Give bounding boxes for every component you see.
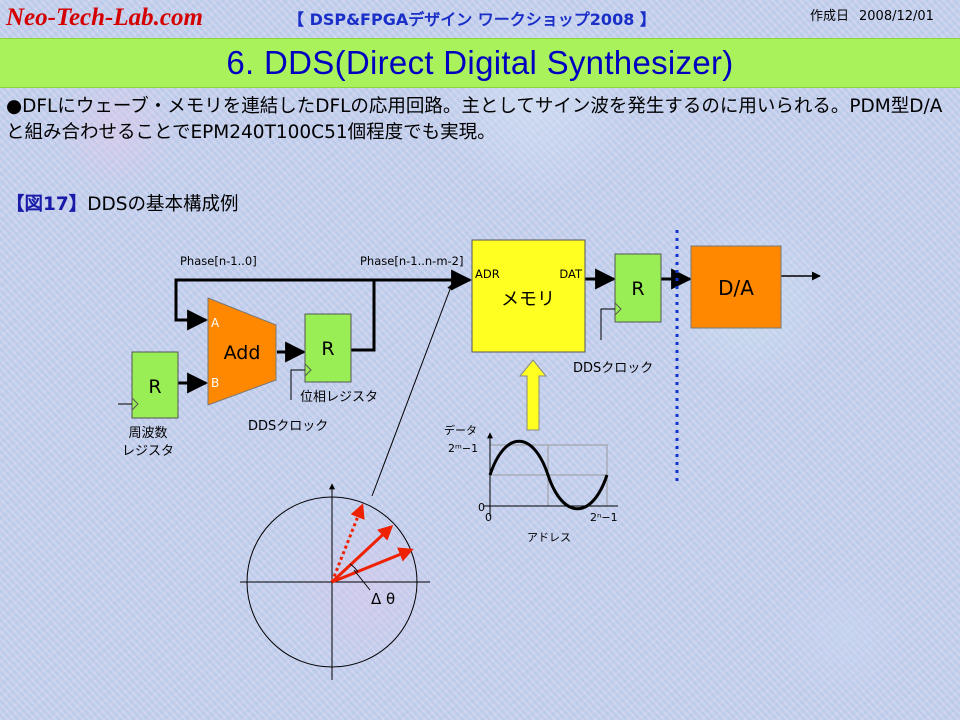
output-register-label: R	[631, 278, 644, 300]
phase-to-address-pointer	[371, 283, 453, 497]
created-date: 2008/12/01	[859, 9, 934, 24]
phase-register-label: R	[321, 338, 334, 360]
adder-input-a-label: A	[211, 316, 220, 330]
dac-label: D/A	[718, 276, 754, 300]
frequency-register-clock	[131, 397, 139, 411]
wave-memory	[471, 239, 586, 353]
phase-register-clock	[304, 363, 312, 377]
output-register	[614, 253, 662, 323]
phase-vector-next	[330, 503, 365, 583]
memory-dat-label: DAT	[559, 267, 583, 281]
phase-full-label: Phase[n-1..0]	[180, 254, 257, 268]
phase-register	[304, 313, 352, 383]
dds-clock-label-2: DDSクロック	[573, 361, 653, 376]
address-arrow	[518, 359, 548, 431]
phase-register-clock-wire	[290, 369, 305, 400]
title-bar: 6. DDS(Direct Digital Synthesizer)	[0, 38, 960, 88]
inset-xlabel: アドレス	[527, 531, 571, 544]
inset-y-max: 2ᵐ−1	[448, 442, 478, 455]
inset-y-min: 0	[478, 501, 485, 514]
description-paragraph: ●DFLにウェーブ・メモリを連結したDFLの応用回路。主としてサイン波を発生する…	[6, 96, 943, 143]
memory-adr-label: ADR	[475, 267, 500, 281]
delta-theta-label: Δ θ	[371, 590, 395, 608]
phase-vector-2	[330, 524, 394, 584]
freq-register-caption-2: レジスタ	[122, 444, 174, 459]
frequency-register-label: R	[148, 376, 161, 398]
dac-block	[690, 245, 782, 329]
adder-input-b-label: B	[211, 376, 219, 390]
inset-ylabel: データ	[444, 423, 477, 437]
frequency-register	[131, 351, 179, 419]
figure-caption: DDSの基本構成例	[87, 194, 239, 215]
inset-x-max: 2ⁿ−1	[590, 511, 618, 524]
phase-register-caption: 位相レジスタ	[300, 390, 378, 405]
site-logo: Neo-Tech-Lab.com	[6, 4, 203, 31]
freq-register-caption-1: 周波数	[128, 426, 167, 441]
output-register-clock-wire	[600, 308, 615, 340]
created-label: 作成日	[810, 9, 850, 24]
phase-trunc-label: Phase[n-1..n-m-2]	[360, 254, 463, 268]
wire-feedback-loop	[174, 278, 374, 331]
dds-clock-label-1: DDSクロック	[248, 419, 328, 434]
figure-heading: 【図17】DDSの基本構成例	[6, 193, 239, 217]
figure-label: 【図17】	[6, 194, 88, 215]
wire-phase-output	[351, 280, 376, 352]
wave-memory-label: メモリ	[501, 289, 555, 310]
output-register-clock	[614, 302, 622, 316]
inset-x-min: 0	[485, 511, 492, 524]
phase-vector-1	[331, 547, 414, 584]
slide-title: 6. DDS(Direct Digital Synthesizer)	[226, 44, 734, 81]
delta-theta-arc	[349, 563, 359, 573]
created-date-row: 作成日 2008/12/01	[810, 5, 934, 24]
adder-block	[207, 297, 277, 406]
delta-theta-leader	[353, 569, 371, 591]
sine-wave	[488, 439, 609, 511]
workshop-title: 【 DSP&FPGAデザイン ワークショップ2008 】	[288, 10, 656, 29]
adder-label: Add	[224, 342, 261, 364]
